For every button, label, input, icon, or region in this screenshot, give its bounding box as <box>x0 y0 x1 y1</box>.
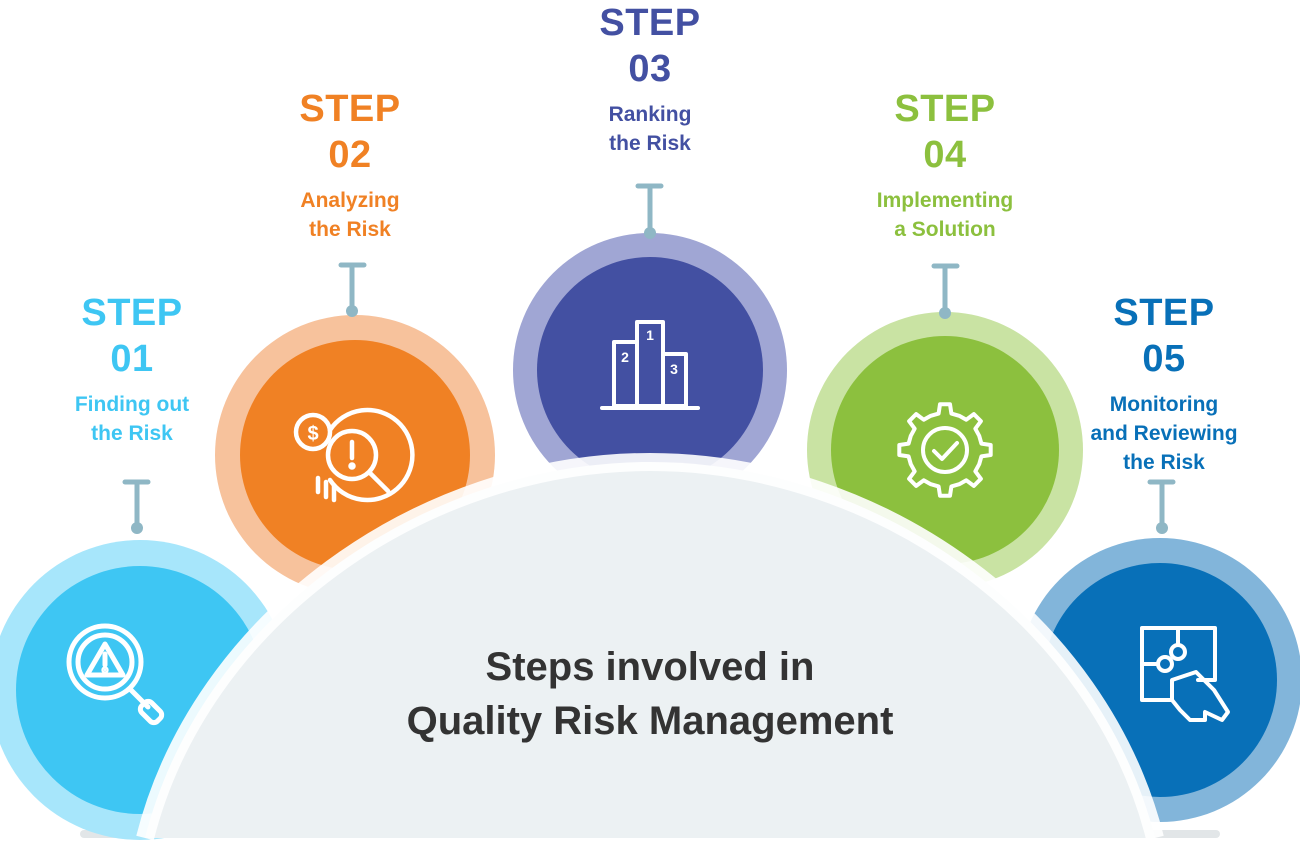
svg-text:3: 3 <box>670 361 678 377</box>
step-03-word: STEP <box>599 2 701 44</box>
gear-check-icon <box>897 402 993 498</box>
step-04-text: STEP 04 Implementing a Solution <box>825 86 1065 244</box>
step-05-label-line-2: and Reviewing <box>1090 422 1238 445</box>
step-01-label-line-2: the Risk <box>91 422 173 445</box>
connector-01 <box>122 479 151 534</box>
step-04-label-line-1: Implementing <box>876 189 1014 212</box>
step-02-word: STEP <box>299 88 401 130</box>
warning-magnifier-icon <box>66 623 165 726</box>
step-02-label-line-1: Analyzing <box>300 189 400 212</box>
step-03-label-line-1: Ranking <box>608 103 692 126</box>
step-01-number: 01 <box>110 338 154 380</box>
center-title-line-1: Steps involved in <box>485 645 815 689</box>
step-01-text: STEP 01 Finding out the Risk <box>12 290 252 448</box>
step-02-text: STEP 02 Analyzing the Risk <box>230 86 470 244</box>
financial-risk-analysis-icon: $ <box>293 407 415 503</box>
connector-03 <box>635 183 664 239</box>
step-05-word: STEP <box>1113 292 1215 334</box>
center-title-line-2: Quality Risk Management <box>406 699 894 743</box>
connector-05 <box>1147 479 1176 534</box>
step-03-number: 03 <box>628 48 672 90</box>
connector-04 <box>931 263 960 319</box>
step-03-text: STEP 03 Ranking the Risk <box>530 0 770 158</box>
step-04-word: STEP <box>894 88 996 130</box>
step-04-label-line-2: a Solution <box>894 218 996 241</box>
step-05-text: STEP 05 Monitoring and Reviewing the Ris… <box>1044 290 1284 477</box>
step-01-label-line-1: Finding out <box>74 393 190 416</box>
svg-text:1: 1 <box>646 327 654 343</box>
connectors <box>122 183 1176 534</box>
svg-text:2: 2 <box>621 349 629 365</box>
step-03-label-line-2: the Risk <box>609 132 691 155</box>
step-03-circle: 1 2 3 <box>513 233 787 507</box>
step-02-label-line-2: the Risk <box>309 218 391 241</box>
step-04-number: 04 <box>923 134 967 176</box>
center-dome <box>145 462 1155 838</box>
center-title: Steps involved in Quality Risk Managemen… <box>330 640 970 748</box>
step-05-label-line-1: Monitoring <box>1109 393 1219 416</box>
ranking-podium-icon: 1 2 3 <box>600 320 700 410</box>
puzzle-hand-icon <box>1140 626 1230 722</box>
step-05-label-line-3: the Risk <box>1123 451 1205 474</box>
connector-02 <box>338 262 367 317</box>
step-05-number: 05 <box>1142 338 1186 380</box>
svg-text:$: $ <box>307 423 318 445</box>
step-02-number: 02 <box>328 134 372 176</box>
step-01-word: STEP <box>81 292 183 334</box>
